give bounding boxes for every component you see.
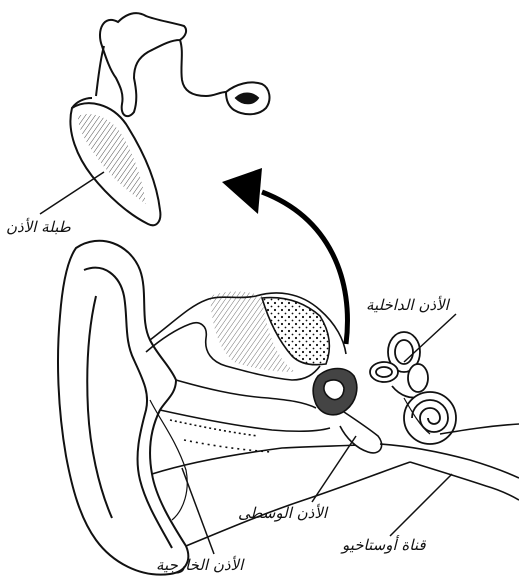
label-inner-ear: الأذن الداخلية xyxy=(366,296,449,314)
middle-ear xyxy=(313,369,381,453)
outer-ear-pinna xyxy=(58,241,188,575)
label-outer-ear: الأذن الخارجية xyxy=(156,556,243,574)
inner-ear xyxy=(370,332,456,444)
label-eardrum: طبلة الأذن xyxy=(6,218,71,236)
label-middle-ear: الأذن الوسطى xyxy=(238,504,327,522)
eardrum-pointer xyxy=(40,172,104,214)
label-eustachian-tube: قناة أوستاخيو xyxy=(342,536,426,554)
